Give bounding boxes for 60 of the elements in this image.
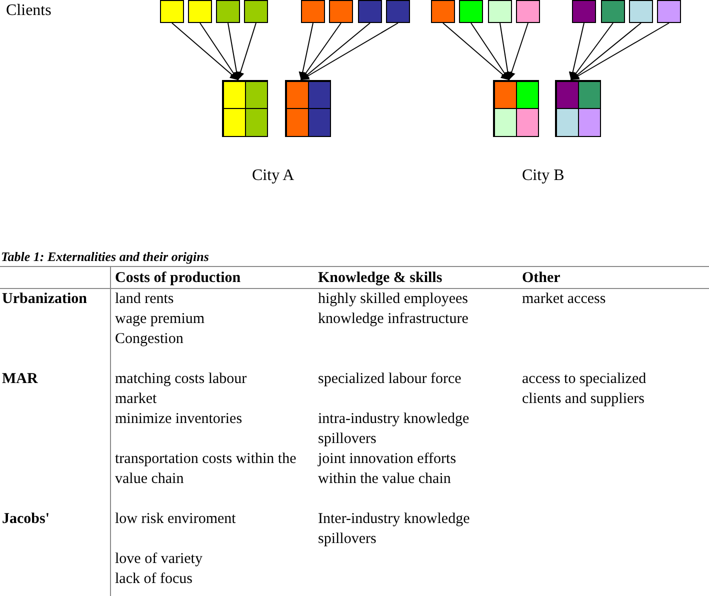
- client-square: [488, 0, 512, 23]
- table-text: highly skilled employees: [318, 290, 469, 309]
- table-text: lack of focus: [115, 570, 194, 589]
- client-square: [431, 0, 455, 23]
- arrow: [570, 22, 614, 80]
- row-header: Urbanization: [2, 290, 88, 309]
- firm-block: [285, 80, 331, 137]
- arrow: [470, 22, 510, 80]
- table-text: love of variety: [115, 550, 204, 569]
- table-text: land rents: [115, 290, 175, 309]
- firm-block: [555, 80, 601, 137]
- table-text: specialized labour force: [318, 370, 462, 389]
- client-square: [601, 0, 625, 23]
- table-text: market access: [522, 290, 607, 309]
- client-square: [160, 0, 184, 23]
- firm-block: [222, 80, 268, 137]
- group-label: Clients: [6, 1, 52, 21]
- arrow: [300, 22, 370, 80]
- table-caption: Table 1: Externalities and their origins: [1, 248, 209, 266]
- client-square: [516, 0, 540, 23]
- table-text: minimize inventories: [115, 410, 244, 429]
- city-label: City A: [252, 166, 294, 186]
- arrow: [570, 22, 642, 80]
- arrow: [298, 22, 314, 80]
- row-header: Jacobs': [2, 510, 51, 529]
- arrow: [442, 22, 510, 80]
- arrow: [570, 22, 670, 80]
- arrow: [300, 22, 342, 80]
- client-square: [358, 0, 382, 23]
- client-square: [386, 0, 410, 23]
- client-square: [629, 0, 653, 23]
- table-text: transportation costs within the value chain: [115, 450, 298, 489]
- client-square: [329, 0, 353, 23]
- client-square: [188, 0, 212, 23]
- firm-block: [493, 80, 539, 137]
- arrow: [508, 22, 528, 80]
- table-text: Inter-industry knowledge spillovers: [318, 510, 471, 549]
- client-square: [572, 0, 596, 23]
- table-text: joint innovation efforts within the value chain: [318, 450, 458, 489]
- arrow: [236, 22, 256, 80]
- client-square: [216, 0, 240, 23]
- column-header: Costs of production: [115, 269, 242, 288]
- row-header: MAR: [2, 370, 39, 389]
- arrow: [568, 22, 584, 80]
- client-square: [657, 0, 681, 23]
- city-label: City B: [522, 166, 564, 186]
- arrow: [228, 22, 241, 80]
- table-text: wage premium: [115, 310, 206, 329]
- table-text: knowledge infrastructure: [318, 310, 470, 329]
- client-square: [459, 0, 483, 23]
- arrow: [500, 22, 512, 80]
- arrow: [300, 22, 398, 80]
- column-header: Other: [522, 269, 562, 288]
- table-text: access to specialized clients and suppliers: [522, 370, 648, 409]
- client-square: [244, 0, 268, 23]
- arrow: [172, 22, 238, 80]
- table-text: low risk enviroment: [115, 510, 237, 529]
- column-header: Knowledge & skills: [318, 269, 444, 288]
- client-square: [301, 0, 325, 23]
- table-text: Congestion: [115, 330, 184, 349]
